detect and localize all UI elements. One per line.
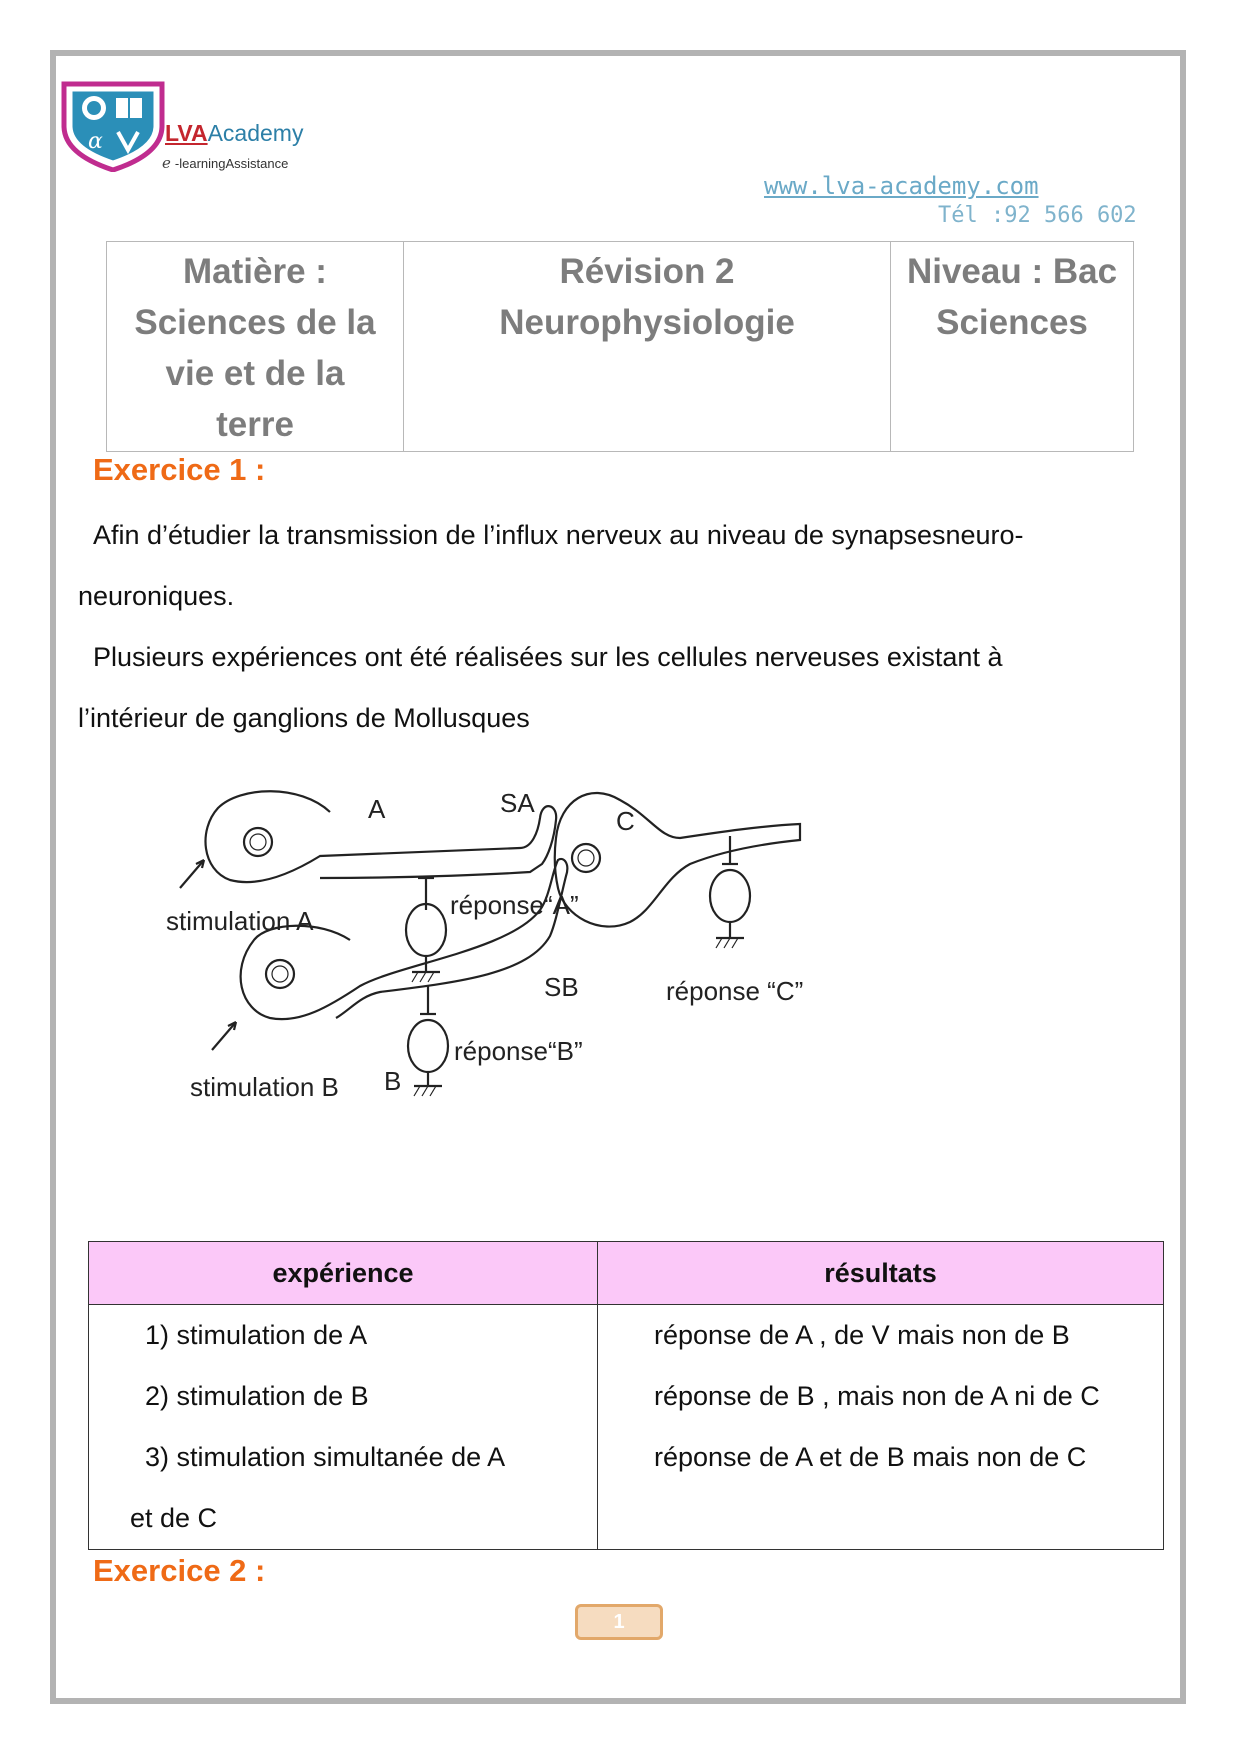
phone-number: Tél :92 566 602 bbox=[938, 203, 1137, 228]
exercise-2-title: Exercice 2 : bbox=[93, 1553, 266, 1588]
website-link[interactable]: www.lva-academy.com bbox=[764, 172, 1039, 200]
document-header-table: Matière : Sciences de la vie et de la te… bbox=[106, 241, 1134, 452]
response-a-meter bbox=[404, 902, 448, 958]
neuron-c-body bbox=[553, 791, 802, 928]
revision-line: Révision 2 bbox=[559, 252, 735, 291]
label-neuron-b: B bbox=[384, 1066, 401, 1096]
paragraph-line: Plusieurs expériences ont été réalisées … bbox=[93, 642, 1003, 672]
experience-line: 3) stimulation simultanée de A bbox=[145, 1442, 506, 1472]
svg-text:α: α bbox=[88, 129, 103, 154]
header-results: résultats bbox=[597, 1241, 1164, 1305]
brand-name: LVAAcademy bbox=[165, 120, 303, 147]
neuron-c-nucleus bbox=[570, 842, 602, 874]
subject-line: vie et de la bbox=[165, 354, 345, 393]
experience-line: 2) stimulation de B bbox=[145, 1381, 369, 1411]
subject-line: Sciences de la bbox=[134, 303, 376, 342]
neuron-b-nucleus bbox=[264, 958, 296, 990]
brand-suffix: Academy bbox=[207, 120, 304, 146]
label-neuron-a: A bbox=[368, 794, 386, 824]
lva-academy-logo: α bbox=[61, 81, 165, 172]
revision-cell: Révision 2 Neurophysiologie bbox=[403, 241, 891, 452]
response-b-meter bbox=[406, 1018, 450, 1074]
neuron-a-body bbox=[204, 790, 558, 884]
experience-line: 1) stimulation de A bbox=[145, 1320, 368, 1350]
results-cell: réponse de A , de V mais non de B répons… bbox=[597, 1304, 1164, 1550]
neuron-a-nucleus bbox=[242, 826, 274, 858]
result-line: réponse de A et de B mais non de C bbox=[654, 1442, 1087, 1472]
neuron-b-body bbox=[239, 857, 569, 1021]
neuron-synapse-diagram: A SA C réponse“A” stimulation A SB répon… bbox=[166, 788, 803, 1102]
experience-line: et de C bbox=[130, 1503, 218, 1533]
result-line: réponse de B , mais non de A ni de C bbox=[654, 1381, 1100, 1411]
label-stimulation-b: stimulation B bbox=[190, 1072, 339, 1102]
label-stimulation-a: stimulation A bbox=[166, 906, 314, 936]
level-line: Sciences bbox=[936, 303, 1088, 342]
brand-prefix: LVA bbox=[165, 120, 208, 146]
page-number: 1 bbox=[575, 1604, 663, 1640]
tagline-text: -learningAssistance bbox=[174, 156, 289, 171]
subject-line: terre bbox=[216, 405, 294, 444]
label-synapse-b: SB bbox=[544, 972, 579, 1002]
response-c-meter bbox=[708, 868, 752, 924]
experiment-results-table: expérience résultats 1) stimulation de A… bbox=[88, 1241, 1164, 1550]
paragraph-line: Afin d’étudier la transmission de l’infl… bbox=[93, 520, 1024, 550]
label-response-a: réponse“A” bbox=[450, 890, 579, 920]
label-response-b: réponse“B” bbox=[454, 1036, 583, 1066]
experience-cell: 1) stimulation de A 2) stimulation de B … bbox=[88, 1304, 598, 1550]
label-response-c: réponse “C” bbox=[666, 976, 803, 1006]
result-line: réponse de A , de V mais non de B bbox=[654, 1320, 1070, 1350]
brand-tagline: e-learningAssistance bbox=[162, 154, 288, 172]
exercise-1-title: Exercice 1 : bbox=[93, 452, 266, 487]
revision-line: Neurophysiologie bbox=[499, 303, 795, 342]
level-cell: Niveau : Bac Sciences bbox=[890, 241, 1134, 452]
tagline-e: e bbox=[162, 154, 171, 172]
header-experience: expérience bbox=[88, 1241, 598, 1305]
label-neuron-c: C bbox=[616, 806, 635, 836]
page-border bbox=[50, 50, 1186, 1704]
level-line: Niveau : Bac bbox=[906, 252, 1118, 291]
label-synapse-a: SA bbox=[500, 788, 535, 818]
subject-cell: Matière : Sciences de la vie et de la te… bbox=[106, 241, 404, 452]
paragraph-line: neuroniques. bbox=[78, 581, 235, 611]
subject-line: Matière : bbox=[183, 252, 327, 291]
paragraph-line: l’intérieur de ganglions de Mollusques bbox=[78, 703, 530, 733]
